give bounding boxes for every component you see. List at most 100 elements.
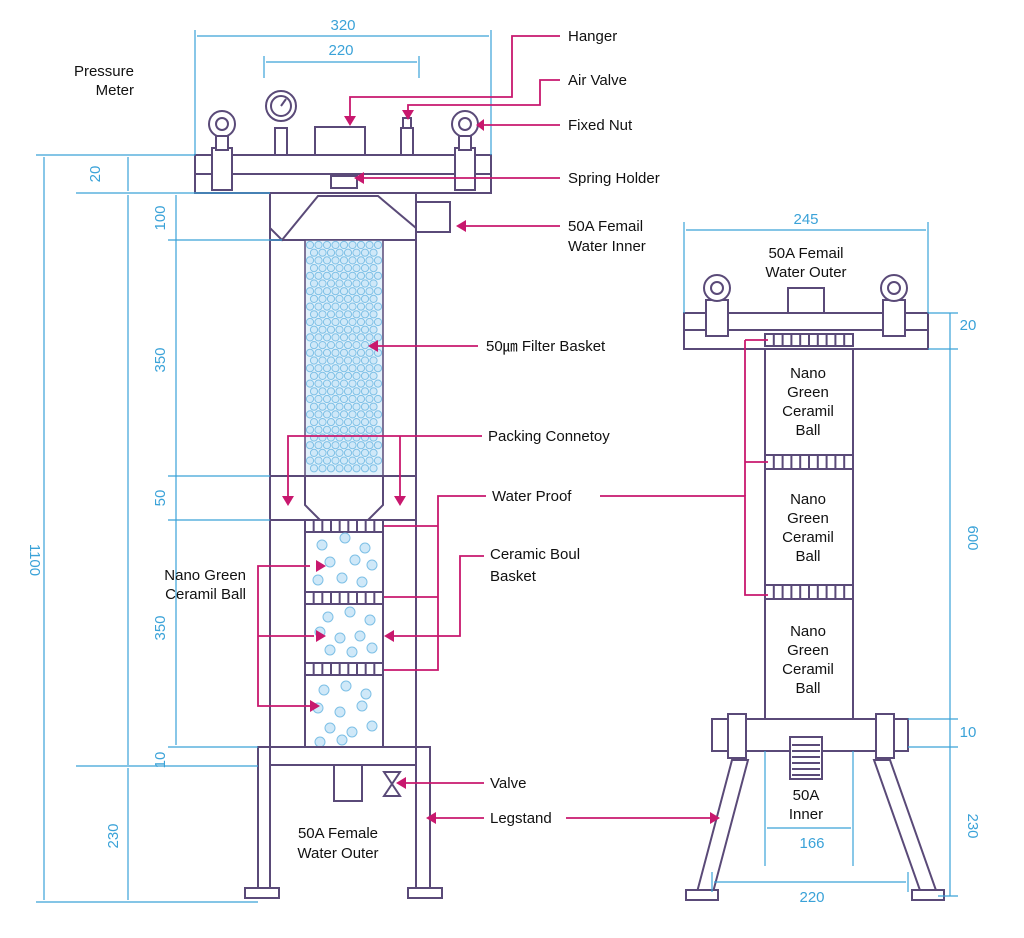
filter-ball [360,356,370,365]
dim-top-plate: 20 [87,166,104,183]
filter-ball [322,287,332,296]
side-eye-nut-right [880,274,908,302]
filter-ball [318,310,327,319]
ceramic-ball [366,720,378,732]
ceramic-ball [324,556,336,568]
filter-ball [309,448,319,457]
filter-ball [356,302,366,311]
filter-ball [331,410,340,419]
filter-ball [365,271,374,280]
main-leg-left [257,746,271,889]
filter-ball [322,379,332,388]
filter-ball [339,456,349,465]
filter-ball [326,371,336,380]
filter-ball [309,387,319,396]
filter-ball [365,287,374,296]
filter-ball [335,448,344,457]
filter-ball [309,464,319,473]
dim-filter: 350 [152,347,169,372]
filter-ball [348,317,357,327]
filter-ball [356,456,366,465]
dim-ceramic: 350 [152,615,169,640]
ceramic-ball [346,726,358,738]
filter-ball [356,441,366,450]
filter-ball [365,333,374,342]
filter-ball [365,364,374,373]
filter-ball [326,418,336,427]
filter-ball [339,317,349,327]
filter-ball [343,371,353,380]
filter-ball [305,317,315,327]
water-proof-mesh [304,591,384,605]
filter-ball [314,240,323,250]
ceramic-ball [318,684,330,696]
filter-ball [339,394,349,404]
filter-ball [309,433,319,442]
filter-ball [318,371,327,380]
label-water-outer-main-2: Water Outer [297,845,378,862]
side-outlet-top [787,287,825,314]
side-leg-right [872,759,940,897]
filter-ball [352,387,361,396]
label-nano-ball-1: Nano Green [164,567,246,584]
filter-ball [369,402,378,411]
filter-ball [369,387,378,396]
side-water-proof-meshes [764,333,854,600]
filter-ball [343,356,353,365]
dim-side-inner: 166 [799,835,824,852]
dim-side-base: 220 [799,889,824,906]
filter-ball [326,294,336,303]
filter-ball [331,333,340,342]
filter-ball [373,287,383,296]
filter-ball [343,310,353,319]
filter-ball [343,248,353,257]
filter-ball [326,448,336,457]
filter-ball [305,302,315,311]
label-side-ball-2-2: Ceramil [782,661,834,678]
filter-ball [348,425,357,434]
filter-ball [352,464,361,473]
label-hanger: Hanger [568,28,617,45]
filter-ball [331,394,340,404]
filter-ball [343,402,353,411]
ceramic-ball [349,554,361,566]
filter-ball [373,394,383,404]
label-water-outer-main-1: 50A Female [298,825,378,842]
filter-ball [305,256,315,265]
filter-ball [369,371,378,380]
label-water-proof: Water Proof [492,488,572,505]
filter-ball [309,294,319,303]
filter-ball [322,333,332,342]
filter-ball [318,418,327,427]
ceramic-ball [344,606,356,618]
ceramic-ball [366,642,378,654]
filter-ball [326,248,336,257]
filter-ball [369,325,378,334]
label-spring-holder: Spring Holder [568,170,660,187]
ceramic-ball [356,576,368,588]
filter-ball [322,441,332,450]
filter-ball [352,310,361,319]
filter-ball [369,248,378,257]
filter-ball [339,271,349,280]
filter-ball [335,341,344,350]
filter-ball [305,456,315,465]
filter-ball [309,325,319,334]
filter-ball [348,287,357,296]
filter-ball [360,248,370,257]
filter-ball [309,264,319,273]
label-water-inner-1: 50A Femail [568,218,643,235]
ceramic-ball [366,559,378,571]
filter-ball [322,256,332,265]
side-leg-left [694,759,750,897]
filter-ball [318,294,327,303]
filter-ball [356,379,366,388]
filter-ball [314,287,323,296]
ceramic-ball [322,611,334,623]
ceramic-ball [334,706,346,718]
filter-ball [339,287,349,296]
filter-ball [360,448,370,457]
filter-ball [314,256,323,265]
filter-ball [369,310,378,319]
filter-ball [309,356,319,365]
